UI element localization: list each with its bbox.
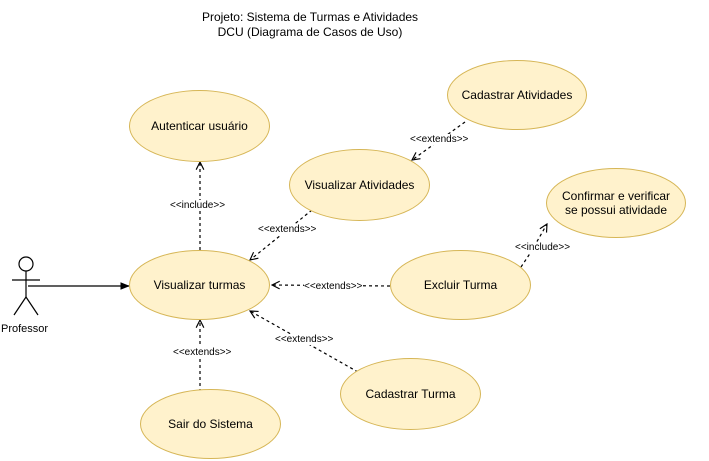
usecase-sair-do-sistema[interactable]: Sair do Sistema [140, 389, 281, 459]
usecase-label: Sair do Sistema [168, 417, 253, 431]
label-extends-visualizar-atividades: <<extends>> [258, 224, 317, 235]
edge-extends-visualizar-atividades [250, 209, 313, 260]
actor-professor-figure[interactable] [12, 256, 40, 316]
diagram-title-line1: Projeto: Sistema de Turmas e Atividades [201, 10, 419, 24]
usecase-visualizar-atividades[interactable]: Visualizar Atividades [289, 149, 430, 221]
usecase-excluir-turma[interactable]: Excluir Turma [390, 250, 531, 320]
usecase-autenticar-usuario[interactable]: Autenticar usuário [129, 90, 270, 162]
usecase-label: Visualizar Atividades [304, 178, 415, 192]
label-include-autenticar: <<include>> [170, 200, 226, 211]
actor-professor-label: Professor [1, 323, 49, 335]
usecase-label: Visualizar turmas [153, 278, 246, 292]
label-extends-excluir-turma: <<extends>> [304, 281, 363, 292]
label-extends-cadastrar-atividades: <<extends>> [410, 134, 469, 145]
usecase-cadastrar-atividades[interactable]: Cadastrar Atividades [447, 60, 587, 130]
label-extends-cadastrar-turma: <<extends>> [275, 334, 334, 345]
edge-extends-excluir-turma [272, 285, 391, 286]
usecase-label: Confirmar e verificar se possui atividad… [561, 189, 671, 217]
label-extends-sair: <<extends>> [173, 347, 232, 358]
usecase-label: Autenticar usuário [151, 119, 248, 133]
usecase-label: Cadastrar Turma [365, 387, 456, 401]
usecase-label: Excluir Turma [423, 278, 498, 292]
usecase-cadastrar-turma[interactable]: Cadastrar Turma [340, 358, 481, 430]
usecase-confirmar-verificar-atividade[interactable]: Confirmar e verificar se possui atividad… [546, 168, 686, 238]
usecase-label: Cadastrar Atividades [461, 88, 573, 102]
usecase-visualizar-turmas[interactable]: Visualizar turmas [129, 250, 270, 320]
label-include-confirmar: <<include>> [515, 242, 571, 253]
diagram-title-line2: DCU (Diagrama de Casos de Uso) [217, 25, 403, 39]
